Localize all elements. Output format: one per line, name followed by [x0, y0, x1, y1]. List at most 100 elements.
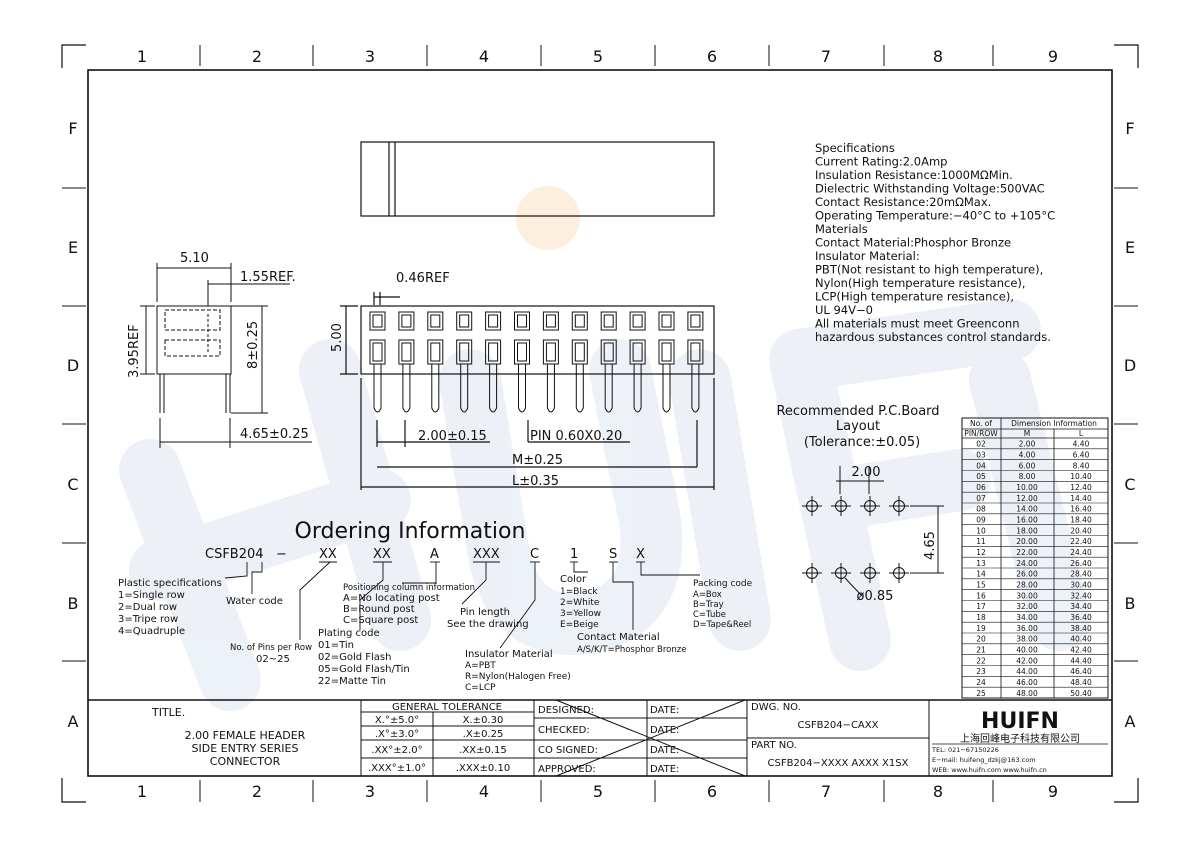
contact-window-lower: [571, 339, 588, 365]
table-cell: 23: [976, 667, 986, 676]
ordering-code-part: 1: [570, 547, 578, 562]
spec-line: Nylon(High temperature resistance),: [815, 276, 1026, 290]
contact-window-inner: [632, 342, 643, 362]
table-cell: 10: [976, 526, 986, 535]
insulator-line: C=LCP: [465, 683, 496, 693]
col-label: 4: [479, 47, 489, 66]
dim-m: M±0.25: [512, 453, 563, 468]
table-cell: 06: [976, 483, 986, 492]
table-cell: 40.40: [1070, 635, 1092, 644]
pcb-title-1: Recommended P.C.Board: [776, 404, 939, 419]
spec-line: All materials must meet Greenconn: [815, 317, 1019, 331]
table-cell: 26.00: [1016, 570, 1038, 579]
dim-front-height: 5.00: [330, 323, 345, 352]
row-label: A: [1125, 712, 1136, 731]
table-cell: 14.40: [1070, 494, 1092, 503]
pins-per-row: No. of Pins per Row: [230, 643, 312, 653]
contact-pin: [546, 364, 555, 413]
front-view: [340, 292, 715, 490]
signoff-cosigned: CO SIGNED:: [538, 745, 598, 756]
table-cell: 22: [976, 656, 986, 665]
table-cell: 12: [976, 548, 986, 557]
row-label: E: [1125, 238, 1135, 257]
positioning-line: C=Square post: [343, 615, 418, 626]
contact-window-inner: [517, 314, 527, 328]
table-cell: 42.00: [1016, 656, 1038, 665]
packing-line: D=Tape&Reel: [693, 620, 751, 630]
contact-window-inner: [574, 342, 585, 362]
table-cell: 40.00: [1016, 645, 1038, 654]
contact-pin: [518, 364, 526, 413]
pin-length-line: See the drawing: [447, 619, 529, 630]
row-label: E: [68, 238, 78, 257]
contact-window-inner: [545, 314, 556, 328]
table-cell: 16: [976, 591, 986, 600]
ordering-code-part: X: [636, 547, 645, 562]
ordering-title: Ordering Information: [295, 519, 526, 544]
table-cell: 15: [976, 580, 986, 589]
table-cell: 12.00: [1016, 494, 1038, 503]
contact-window-inner: [574, 314, 585, 328]
specifications-block: Specifications Current Rating:2.0Amp Ins…: [815, 141, 1055, 344]
signoff-designed: DESIGNED:: [538, 705, 594, 716]
contact-window-inner: [661, 342, 672, 362]
contact-window-inner: [459, 314, 470, 328]
table-subheader: PIN/ROW: [964, 429, 998, 438]
contact-pin: [460, 364, 469, 413]
spec-line: Materials: [815, 222, 868, 236]
contact-window-upper: [542, 311, 559, 331]
company-email: E−mail: huifeng_dzkj@163.com: [932, 756, 1036, 764]
column-labels-bottom: 1 2 3 4 5 6 7 8 9: [137, 782, 1058, 801]
contact-window-inner: [401, 342, 412, 362]
pin-length-line: Pin length: [460, 607, 510, 618]
contact-window-lower: [542, 339, 559, 365]
ordering-code-part: C: [530, 547, 539, 562]
plastic-spec-line: Plastic specifications: [118, 578, 222, 589]
tolerance-linear: .XXX±0.10: [456, 763, 510, 774]
contact-window-lower: [514, 339, 530, 365]
table-cell: 36.00: [1016, 624, 1038, 633]
table-cell: 24: [976, 678, 986, 687]
dim-side-ref: 1.55REF.: [240, 270, 296, 285]
front-view-labels: 0.46REF 5.00 2.00±0.15 PIN 0.60X0.20 M±0…: [330, 271, 622, 489]
contact-window-inner: [459, 342, 470, 362]
table-cell: 08: [976, 505, 986, 514]
contact-window-inner: [545, 342, 556, 362]
table-cell: 6.40: [1073, 450, 1090, 459]
table-cell: 48.00: [1016, 689, 1038, 698]
plating-line: 01=Tin: [318, 640, 354, 651]
title-block: TITLE. 2.00 FEMALE HEADER SIDE ENTRY SER…: [88, 699, 1112, 777]
contact-window-upper: [658, 311, 675, 331]
contact-material-line: A/S/K/T=Phosphor Bronze: [577, 645, 686, 655]
col-label: 3: [365, 47, 375, 66]
ordering-code-part: A: [430, 547, 439, 562]
contact-window-upper: [427, 311, 444, 331]
row-label: F: [1125, 119, 1134, 138]
tolerance-angle: .XX°±2.0°: [371, 745, 422, 756]
dwg-no: CSFB204−CAXX: [798, 720, 879, 731]
row-label: D: [67, 356, 79, 375]
table-cell: 16.00: [1016, 515, 1038, 524]
column-labels-top: 1 2 3 4 5 6 7 8 9: [137, 47, 1058, 66]
packing-line: A=Box: [693, 590, 722, 600]
spec-line: PBT(Not resistant to high temperature),: [815, 263, 1043, 277]
table-cell: 20: [976, 635, 986, 644]
contact-window-upper: [485, 311, 502, 331]
contact-window-inner: [517, 342, 527, 362]
table-cell: 34.40: [1070, 602, 1092, 611]
spec-line: Operating Temperature:−40°C to +105°C: [815, 209, 1055, 223]
top-view: [360, 141, 715, 217]
row-label: D: [1124, 356, 1136, 375]
plastic-spec-line: 1=Single row: [118, 590, 185, 601]
contact-pin: [402, 364, 411, 413]
table-cell: 34.00: [1016, 613, 1038, 622]
title-line: 2.00 FEMALE HEADER: [185, 729, 306, 742]
spec-line: UL 94V−0: [815, 303, 873, 317]
plastic-spec-line: 3=Tripe row: [118, 614, 178, 625]
pcb-pitch: 2.00: [852, 465, 881, 480]
table-cell: 04: [976, 461, 986, 470]
signoff-checked: CHECKED:: [538, 725, 590, 736]
row-label: B: [68, 594, 79, 613]
col-label: 7: [821, 782, 831, 801]
